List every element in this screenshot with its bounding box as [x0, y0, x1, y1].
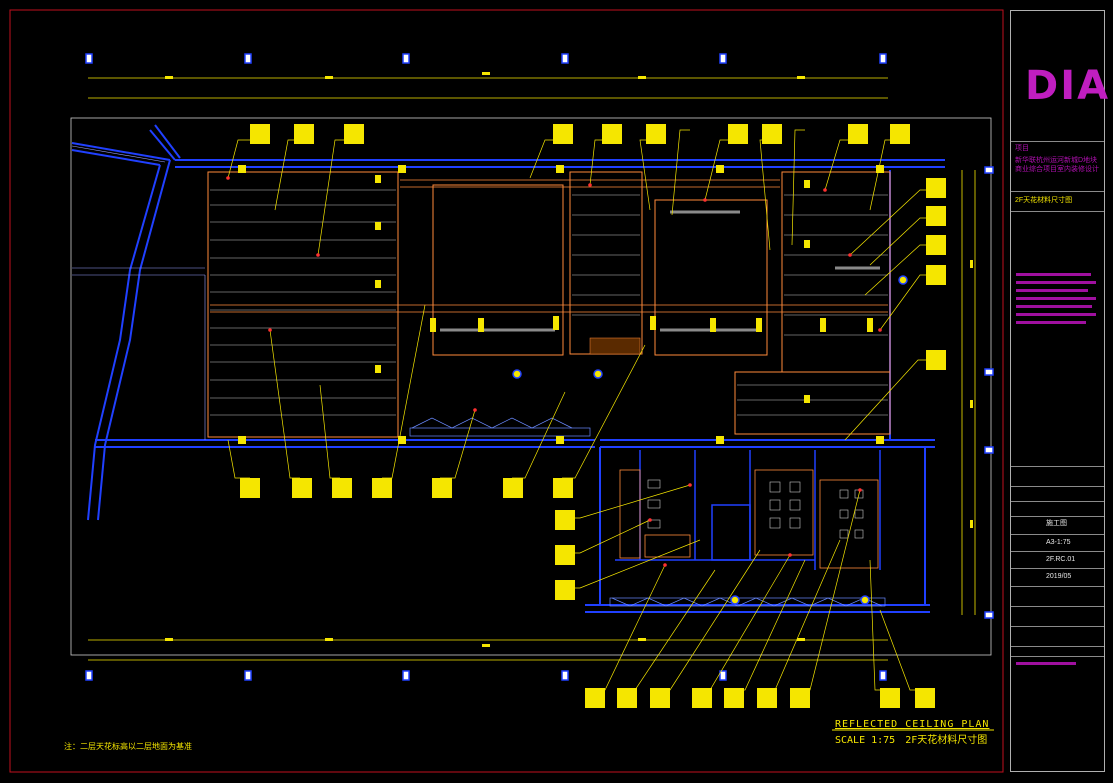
scale-value: A3-1:75	[1046, 539, 1071, 546]
dimension-lines	[88, 77, 976, 661]
dimension-markers	[165, 72, 973, 647]
grid-axis-markers	[85, 53, 994, 681]
drawing-name: 2F天花材料尺寸图	[1015, 197, 1073, 204]
ceiling-zones	[207, 171, 891, 438]
leader-dots	[226, 176, 882, 567]
material-tags	[240, 124, 946, 708]
plan-scale-line: SCALE 1:75 2F天花材料尺寸图	[835, 731, 987, 746]
plan-title: REFLECTED CEILING PLAN	[835, 719, 990, 730]
columns	[238, 165, 884, 444]
plan-scale: SCALE 1:75	[835, 735, 896, 746]
plan-name-cn: 2F天花材料尺寸图	[905, 735, 988, 746]
glazing	[71, 145, 206, 440]
company-logo: DIA	[1025, 63, 1111, 109]
title-block: DIA 项目 新华联杭州运河新城D地块商业综合项目室内装修设计 2F天花材料尺寸…	[1010, 10, 1108, 772]
hatched-zone	[589, 337, 641, 355]
project-label: 项目	[1015, 145, 1029, 152]
plan-note: 注：二层天花标高以二层地面为基准	[64, 742, 192, 751]
skylight-truss	[409, 417, 886, 607]
project-name: 新华联杭州运河新城D地块商业综合项目室内装修设计	[1015, 157, 1099, 173]
stage-value: 施工图	[1046, 520, 1067, 527]
room-partitions	[619, 469, 879, 569]
date-value: 2019/05	[1046, 573, 1072, 580]
furniture	[647, 479, 864, 539]
drawing-area-frame	[70, 117, 992, 656]
sheet-frame	[9, 9, 1004, 773]
drawing-number: 2F.RC.01	[1046, 556, 1076, 563]
central-beam	[210, 179, 888, 313]
ceiling-grid-lines	[210, 189, 888, 416]
exterior-walls	[71, 124, 945, 613]
pendant-lights	[512, 275, 908, 605]
